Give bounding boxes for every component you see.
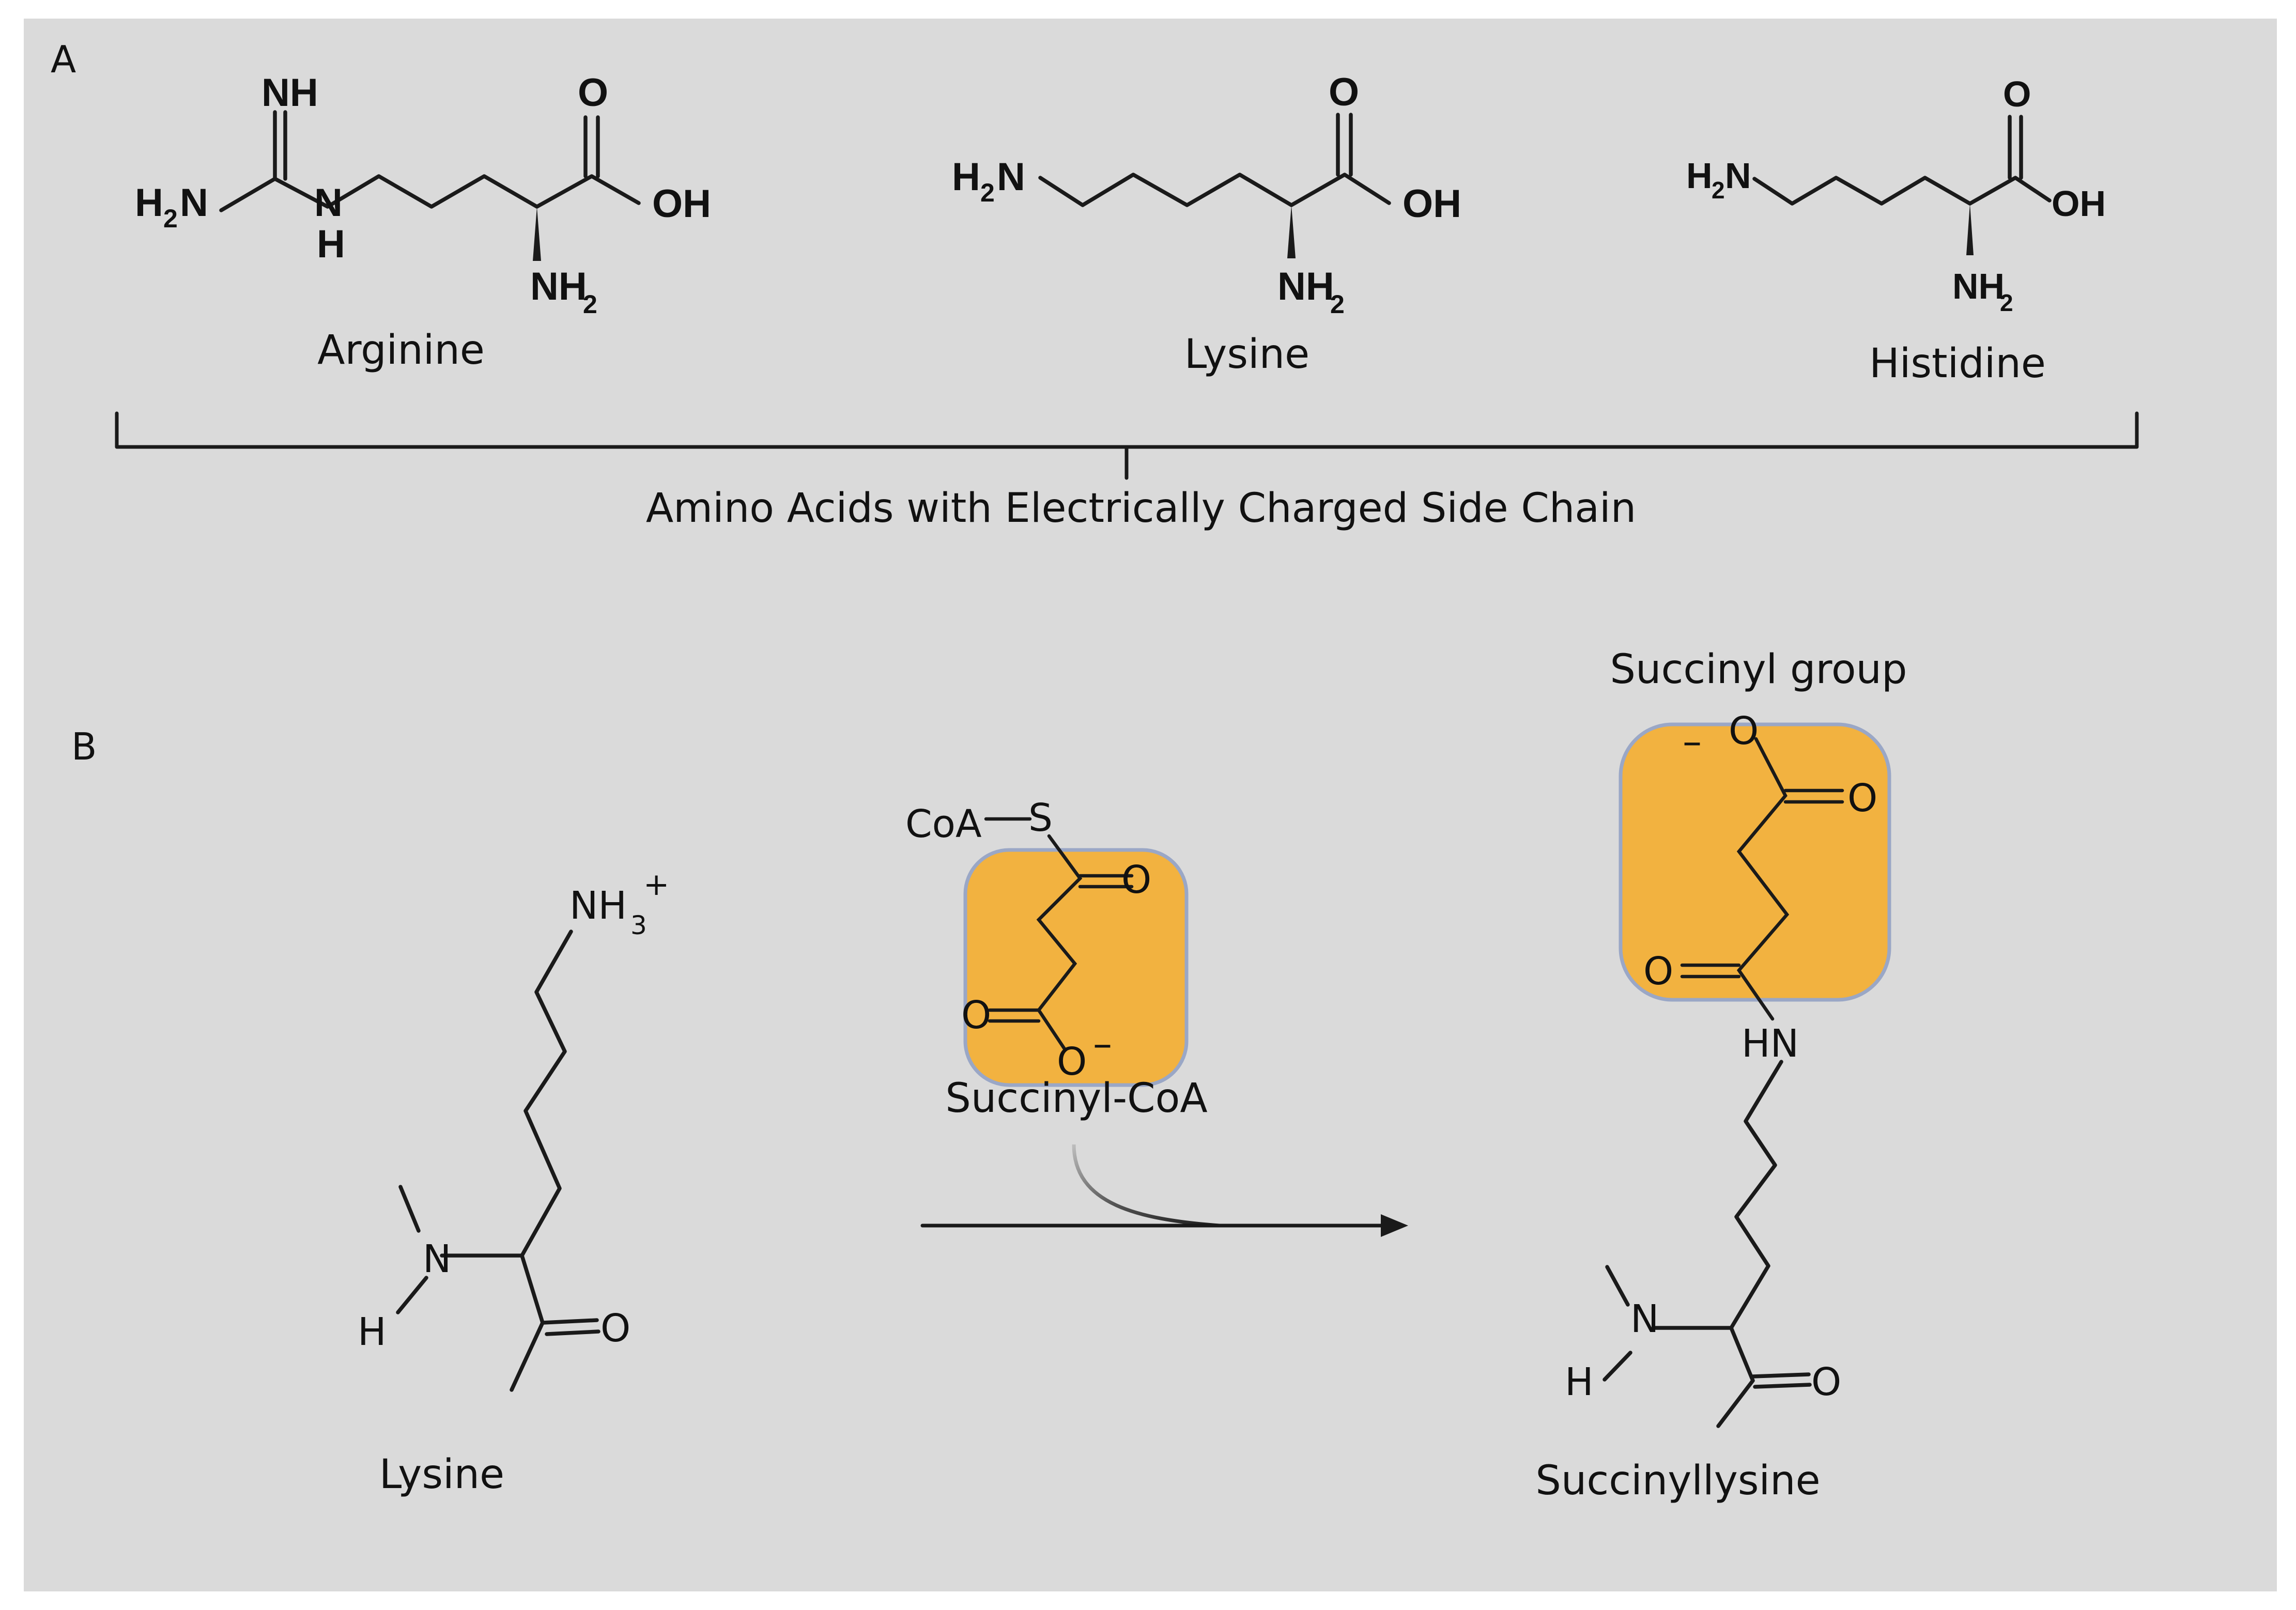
- bracket: [115, 411, 2139, 480]
- svg-text:–: –: [1093, 1021, 1112, 1066]
- svg-text:O: O: [600, 1306, 630, 1351]
- lysine-a-label: Lysine: [1184, 331, 1309, 378]
- bracket-label: Amino Acids with Electrically Charged Si…: [646, 485, 1636, 532]
- svg-text:NH: NH: [1952, 266, 2005, 306]
- svg-text:NH: NH: [261, 71, 318, 115]
- svg-text:H: H: [1565, 1360, 1594, 1404]
- wedge-bond: [533, 207, 541, 261]
- svg-text:O: O: [1811, 1360, 1841, 1404]
- svg-text:NH: NH: [569, 884, 627, 928]
- svg-text:N: N: [423, 1237, 451, 1281]
- svg-text:O: O: [1729, 709, 1759, 753]
- svg-text:2: 2: [2000, 289, 2013, 316]
- reaction-arrow: [920, 1144, 1408, 1237]
- svg-text:N: N: [180, 181, 208, 225]
- svg-text:S: S: [1028, 796, 1053, 840]
- svg-text:O: O: [1643, 949, 1673, 994]
- lysine-structure: H 2 N O OH NH 2 Lysine: [952, 70, 1461, 378]
- svg-text:O: O: [578, 71, 608, 115]
- svg-text:O: O: [1329, 70, 1359, 114]
- svg-text:O: O: [1057, 1040, 1087, 1084]
- svg-text:N: N: [1630, 1297, 1659, 1341]
- lysine-reactant-label: Lysine: [379, 1451, 504, 1498]
- lysine-reactant-structure: NH 3 + N H O: [358, 866, 669, 1392]
- arginine-label: Arginine: [317, 327, 485, 374]
- succinyllysine-label: Succinyllysine: [1535, 1458, 1820, 1504]
- histidine-label: Histidine: [1869, 340, 2046, 387]
- svg-text:O: O: [961, 993, 991, 1038]
- svg-text:O: O: [1847, 776, 1877, 821]
- svg-text:2: 2: [980, 178, 995, 207]
- arginine-structure: NH H 2 N N H O OH NH 2 Arginine: [135, 71, 711, 374]
- panel-b-letter: B: [71, 725, 97, 768]
- svg-text:2: 2: [1712, 177, 1725, 204]
- succinyl-coa-label: Succinyl-CoA: [945, 1075, 1207, 1122]
- svg-text:H: H: [317, 222, 345, 266]
- svg-text:OH: OH: [652, 182, 711, 226]
- svg-text:HN: HN: [1742, 1021, 1799, 1066]
- svg-text:O: O: [2003, 74, 2031, 114]
- svg-text:OH: OH: [2052, 183, 2106, 224]
- svg-text:2: 2: [583, 290, 597, 319]
- svg-text:OH: OH: [1403, 182, 1461, 226]
- wedge-bond: [1966, 204, 1974, 255]
- svg-text:H: H: [135, 181, 163, 225]
- wedge-bond: [1287, 205, 1296, 258]
- svg-text:N: N: [997, 155, 1025, 199]
- succinyllysine-structure: O – O O HN N H O: [1565, 709, 1891, 1428]
- succinyl-group-box: [1619, 722, 1891, 1002]
- svg-text:H: H: [952, 155, 980, 199]
- svg-text:+: +: [643, 866, 669, 903]
- svg-text:–: –: [1683, 719, 1702, 764]
- succinyl-coa-structure: CoA S O O O –: [905, 796, 1189, 1087]
- histidine-structure: H 2 N O OH NH 2 Histidine: [1686, 74, 2106, 387]
- succinyl-box: [963, 848, 1189, 1087]
- svg-text:3: 3: [630, 910, 647, 940]
- svg-text:NH: NH: [530, 265, 587, 308]
- svg-text:2: 2: [1330, 290, 1345, 319]
- svg-text:NH: NH: [1277, 265, 1334, 308]
- background-panel: [24, 19, 2277, 1591]
- svg-text:N: N: [314, 181, 343, 225]
- panel-a-letter: A: [51, 38, 76, 81]
- svg-text:O: O: [1121, 858, 1151, 902]
- svg-text:N: N: [1725, 156, 1751, 196]
- svg-text:CoA: CoA: [905, 802, 982, 846]
- succinyl-group-label: Succinyl group: [1610, 646, 1907, 693]
- svg-text:H: H: [1686, 156, 1713, 196]
- svg-text:H: H: [358, 1310, 387, 1354]
- svg-text:2: 2: [163, 204, 178, 233]
